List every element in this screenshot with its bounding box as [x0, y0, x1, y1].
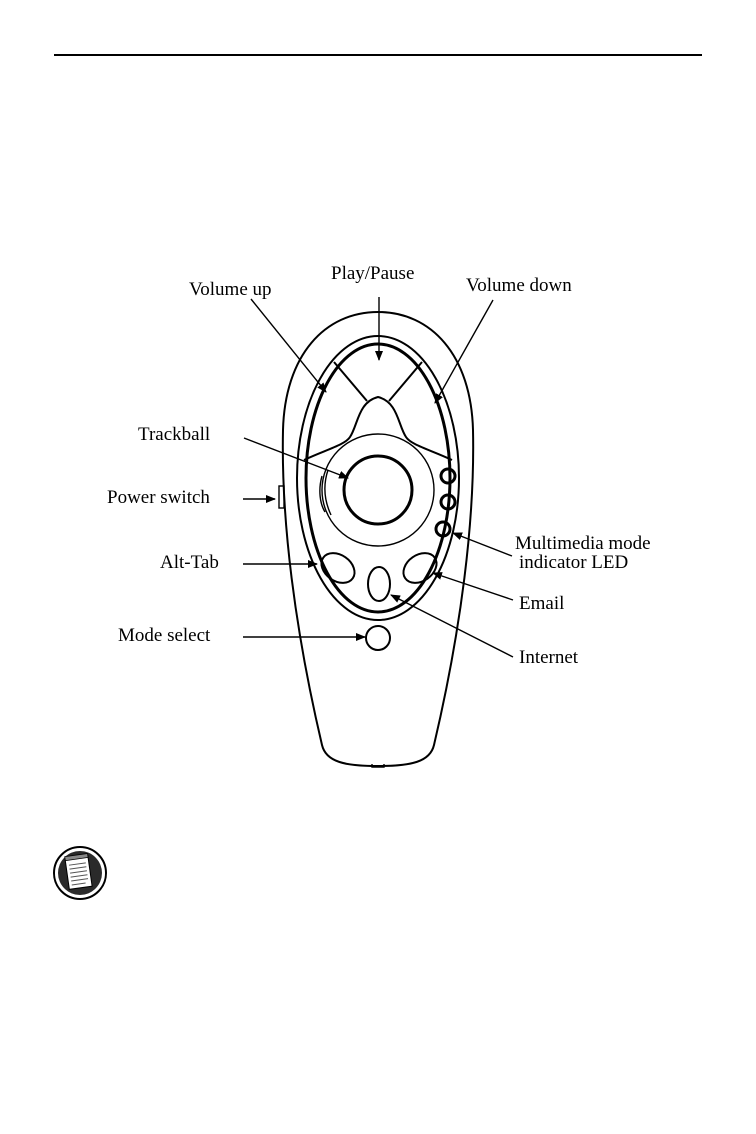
label-internet: Internet	[519, 647, 579, 668]
internet-button[interactable]	[368, 567, 390, 601]
email-button[interactable]	[398, 547, 442, 589]
trackball-ring	[322, 434, 434, 546]
indicator-led-1	[441, 469, 455, 483]
divider-left	[334, 362, 367, 401]
label-alt-tab: Alt-Tab	[160, 552, 219, 573]
leader-volume-up	[251, 299, 326, 392]
remote-body	[283, 312, 473, 766]
button-panel-inner	[306, 344, 450, 612]
mode-select-button[interactable]	[366, 626, 390, 650]
label-play-pause: Play/Pause	[331, 263, 414, 284]
label-trackball: Trackball	[138, 424, 210, 445]
leader-volume-down	[435, 300, 493, 403]
label-volume-up: Volume up	[189, 279, 272, 300]
leader-multimedia-led	[453, 533, 512, 556]
leader-internet	[391, 595, 513, 657]
label-power-switch: Power switch	[107, 487, 210, 508]
label-multimedia-line2: indicator LED	[519, 552, 628, 573]
leader-email	[433, 573, 513, 600]
divider-curve	[304, 397, 452, 460]
divider-right	[389, 362, 422, 401]
label-volume-down: Volume down	[466, 275, 572, 296]
notepad-icon	[54, 847, 106, 899]
label-multimedia-line1: Multimedia mode	[515, 533, 651, 554]
label-email: Email	[519, 593, 564, 614]
label-mode-select: Mode select	[118, 625, 211, 646]
trackball[interactable]	[344, 456, 412, 524]
